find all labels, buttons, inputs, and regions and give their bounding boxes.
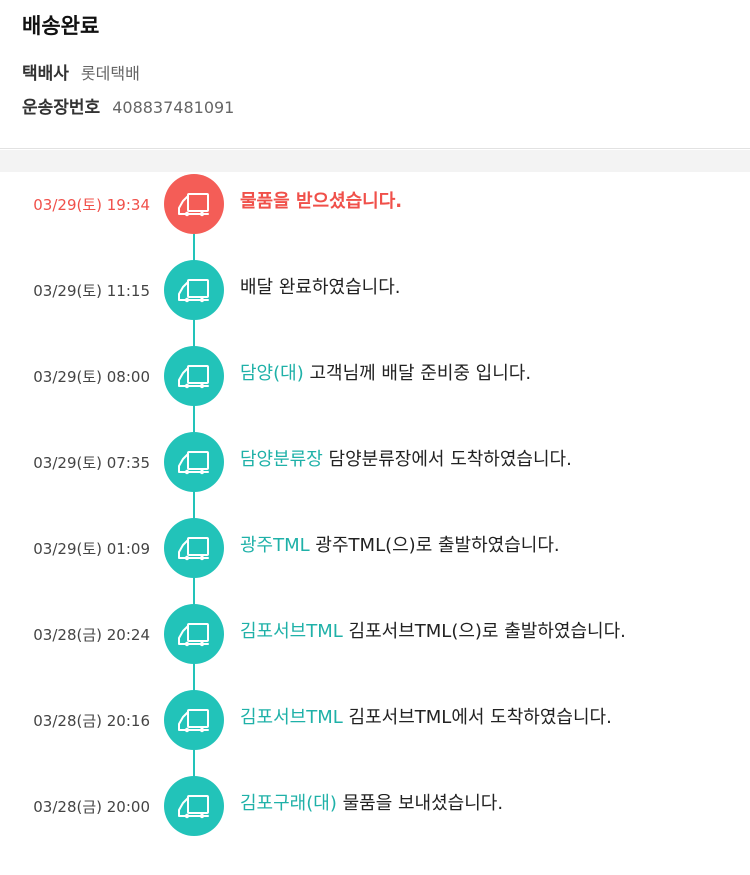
event-description: 김포서브TML(으)로 출발하였습니다. [348, 621, 626, 642]
timeline-event: 03/29(토) 11:15 배달 완료하였습니다. [0, 258, 750, 322]
event-location: 김포서브TML [240, 707, 343, 728]
event-time: 03/28(금) 20:24 [33, 626, 150, 644]
event-time: 03/29(토) 11:15 [33, 282, 150, 300]
timeline-event: 03/29(토) 19:34 물품을 받으셨습니다. [0, 172, 750, 236]
invoice-number: 408837481091 [112, 98, 235, 117]
event-time: 03/28(금) 20:00 [33, 798, 150, 816]
tracking-timeline: 03/29(토) 19:34 물품을 받으셨습니다. 03/29(토) 11:1… [0, 172, 750, 875]
event-time: 03/29(토) 01:09 [33, 540, 150, 558]
event-location: 김포서브TML [240, 621, 343, 642]
event-description: 김포서브TML에서 도착하였습니다. [348, 707, 612, 728]
timeline-event: 03/28(금) 20:00 김포구래(대) 물품을 보내셨습니다. [0, 774, 750, 838]
event-description: 물품을 보내셨습니다. [342, 793, 504, 814]
truck-icon [164, 690, 224, 750]
event-description: 배달 완료하였습니다. [240, 277, 401, 298]
truck-icon [164, 260, 224, 320]
event-location: 담양분류장 [240, 449, 323, 470]
event-time: 03/29(토) 08:00 [33, 368, 150, 386]
delivery-status-title: 배송완료 [22, 14, 100, 38]
event-message: 배달 완료하였습니다. [240, 273, 400, 299]
timeline-event: 03/29(토) 08:00 담양(대) 고객님께 배달 준비중 입니다. [0, 344, 750, 408]
event-time: 03/28(금) 20:16 [33, 712, 150, 730]
event-time: 03/29(토) 19:34 [33, 196, 150, 214]
event-message: 담양분류장 담양분류장에서 도착하였습니다. [240, 445, 572, 471]
event-time: 03/29(토) 07:35 [33, 454, 150, 472]
timeline-event: 03/29(토) 07:35 담양분류장 담양분류장에서 도착하였습니다. [0, 430, 750, 494]
carrier-row: 택배사 롯데택배 [22, 59, 140, 84]
event-location: 담양(대) [240, 363, 304, 384]
event-message: 물품을 받으셨습니다. [240, 187, 402, 213]
event-description: 광주TML(으)로 출발하였습니다. [315, 535, 560, 556]
carrier-label: 택배사 [22, 64, 69, 84]
event-description: 물품을 받으셨습니다. [240, 191, 403, 212]
truck-icon [164, 776, 224, 836]
truck-icon [164, 346, 224, 406]
event-message: 김포구래(대) 물품을 보내셨습니다. [240, 789, 503, 815]
section-divider [0, 150, 750, 172]
event-message: 김포서브TML 김포서브TML에서 도착하였습니다. [240, 703, 612, 729]
truck-icon [164, 174, 224, 234]
delivery-header: 배송완료 택배사 롯데택배 운송장번호 408837481091 [0, 0, 750, 149]
timeline-event: 03/28(금) 20:16 김포서브TML 김포서브TML에서 도착하였습니다… [0, 688, 750, 752]
truck-icon [164, 432, 224, 492]
timeline-event: 03/29(토) 01:09 광주TML 광주TML(으)로 출발하였습니다. [0, 516, 750, 580]
event-location: 김포구래(대) [240, 793, 337, 814]
event-description: 고객님께 배달 준비중 입니다. [309, 363, 532, 384]
event-location: 광주TML [240, 535, 310, 556]
truck-icon [164, 604, 224, 664]
carrier-value: 롯데택배 [80, 64, 140, 83]
truck-icon [164, 518, 224, 578]
timeline-event: 03/28(금) 20:24 김포서브TML 김포서브TML(으)로 출발하였습… [0, 602, 750, 666]
invoice-label: 운송장번호 [22, 98, 101, 118]
invoice-row: 운송장번호 408837481091 [22, 93, 234, 118]
event-message: 광주TML 광주TML(으)로 출발하였습니다. [240, 531, 560, 557]
event-message: 담양(대) 고객님께 배달 준비중 입니다. [240, 359, 531, 385]
event-message: 김포서브TML 김포서브TML(으)로 출발하였습니다. [240, 617, 626, 643]
event-description: 담양분류장에서 도착하였습니다. [328, 449, 572, 470]
